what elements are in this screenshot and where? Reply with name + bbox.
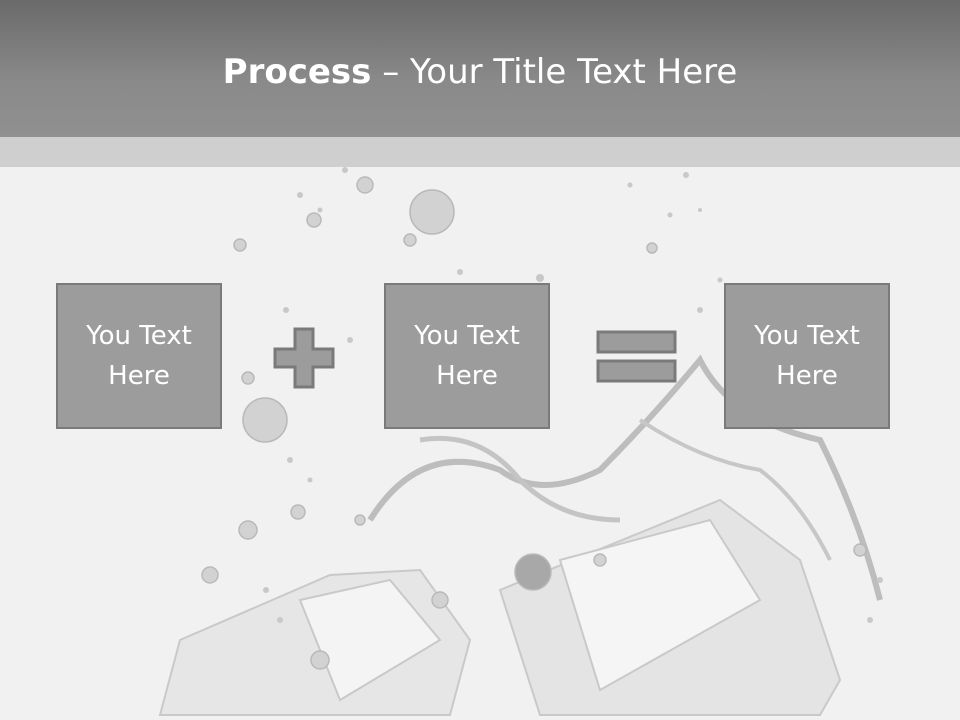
process-box-2[interactable]: You Text Here: [384, 283, 550, 429]
process-box-2-text: You Text Here: [414, 321, 520, 391]
plus-icon: [273, 327, 335, 389]
process-box-3-text: You Text Here: [754, 321, 860, 391]
header-accent-strip: [0, 137, 960, 167]
header-band: [0, 0, 960, 137]
equals-icon: [596, 330, 677, 383]
slide-title-bold: Process: [222, 52, 372, 92]
slide-title-rest: Your Title Text Here: [410, 52, 738, 92]
process-box-1[interactable]: You Text Here: [56, 283, 222, 429]
process-box-3[interactable]: You Text Here: [724, 283, 890, 429]
slide-title-separator: –: [371, 52, 411, 92]
process-box-1-text: You Text Here: [86, 321, 192, 391]
slide-title: Process – Your Title Text Here: [0, 52, 960, 92]
